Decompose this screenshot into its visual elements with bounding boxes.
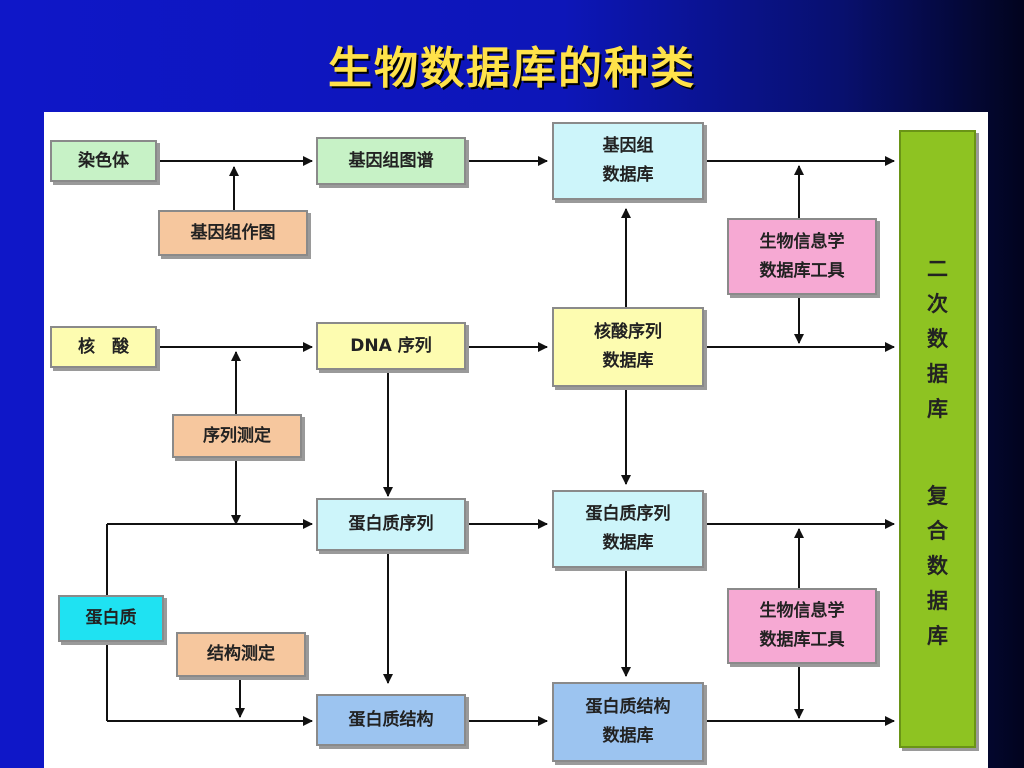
node-structure-determination: 结构测定	[176, 632, 306, 677]
node-genome-map: 基因组图谱	[316, 137, 466, 185]
node-chromosome: 染色体	[50, 140, 157, 182]
node-bioinformatics-tools-1: 生物信息学数据库工具	[727, 218, 877, 295]
diagram-panel: 染色体 基因组作图 核 酸 序列测定 蛋白质 结构测定 基因组图谱 DNA 序列…	[44, 112, 988, 768]
node-protein-structure: 蛋白质结构	[316, 694, 466, 746]
node-protein-sequence: 蛋白质序列	[316, 498, 466, 551]
secondary-database-label: 二 次 数 据 库	[927, 257, 948, 421]
node-protein: 蛋白质	[58, 595, 164, 642]
node-protein-sequence-database: 蛋白质序列数据库	[552, 490, 704, 568]
node-nucleic-acid: 核 酸	[50, 326, 157, 368]
node-dna-sequence: DNA 序列	[316, 322, 466, 370]
slide-title: 生物数据库的种类	[328, 43, 696, 94]
node-nucleic-sequence-database: 核酸序列数据库	[552, 307, 704, 387]
node-protein-structure-database: 蛋白质结构数据库	[552, 682, 704, 762]
node-genome-database: 基因组数据库	[552, 122, 704, 200]
composite-database-label: 复 合 数 据 库	[927, 484, 948, 648]
connector-lines	[106, 156, 895, 726]
node-sequencing: 序列测定	[172, 414, 302, 458]
node-bioinformatics-tools-2: 生物信息学数据库工具	[727, 588, 877, 664]
node-genome-mapping: 基因组作图	[158, 210, 308, 256]
node-secondary-composite-database: 二 次 数 据 库 复 合 数 据 库	[899, 130, 976, 748]
